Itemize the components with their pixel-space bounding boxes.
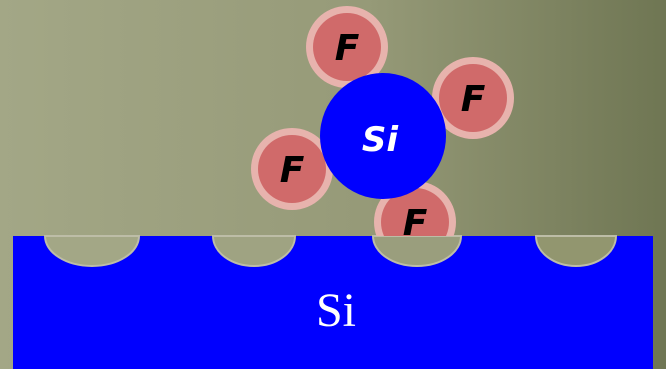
etch-pit bbox=[534, 235, 618, 267]
silicon-atom-label: Si bbox=[362, 120, 399, 160]
fluorine-label: F bbox=[280, 150, 305, 191]
silicon-substrate: Si bbox=[13, 235, 653, 369]
silicon-atom: Si bbox=[320, 73, 446, 199]
etch-pit bbox=[371, 235, 463, 267]
fluorine-atom-top: F bbox=[306, 6, 388, 88]
fluorine-atom-left: F bbox=[251, 128, 333, 210]
etch-pit bbox=[211, 235, 297, 267]
substrate-label: Si bbox=[316, 284, 356, 337]
sif4-molecule: F F F F S bbox=[251, 6, 514, 244]
fluorine-label: F bbox=[335, 28, 360, 69]
etch-pit bbox=[43, 235, 141, 267]
fluorine-label: F bbox=[403, 203, 428, 244]
fluorine-label: F bbox=[461, 79, 486, 120]
fluorine-atom-right: F bbox=[432, 57, 514, 139]
